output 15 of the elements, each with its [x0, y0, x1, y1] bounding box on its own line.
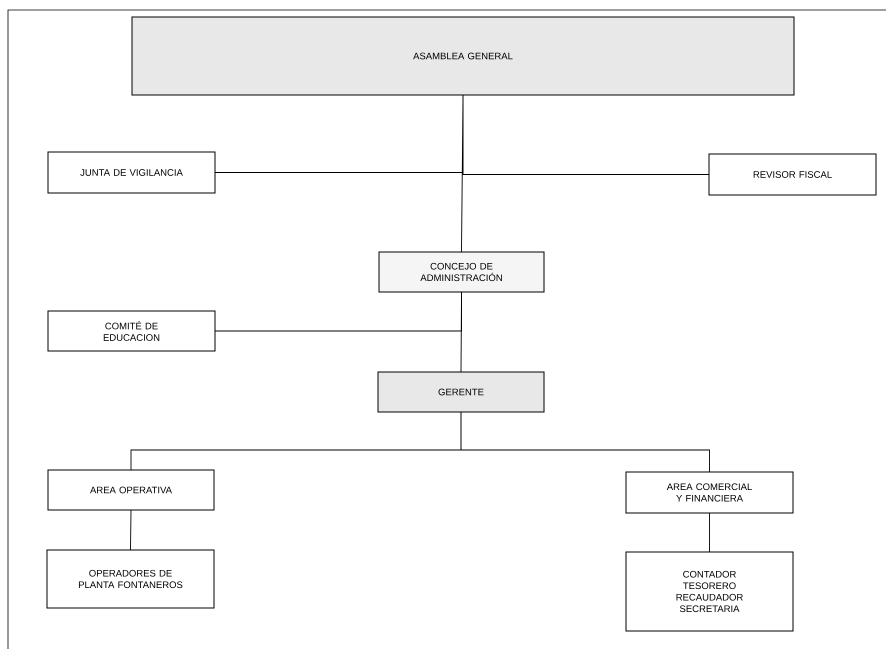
- connector-line: [130, 510, 132, 550]
- org-box: CONCEJO DE ADMINISTRACIÓN: [378, 252, 544, 292]
- connector-line: [462, 95, 709, 175]
- org-box: OPERADORES DE PLANTA FONTANEROS: [46, 550, 214, 608]
- org-box: JUNTA DE VIGILANCIA: [48, 152, 216, 194]
- connector-line: [460, 412, 710, 472]
- org-box: CONTADOR TESORERO RECAUDADOR SECRETARIA: [626, 552, 794, 632]
- org-box: ASAMBLEA GENERAL: [132, 16, 794, 96]
- org-box: COMITÉ DE EDUCACION: [48, 310, 216, 352]
- org-box: REVISOR FISCAL: [708, 154, 876, 196]
- connector-line: [460, 292, 462, 372]
- org-box: GERENTE: [378, 372, 544, 412]
- connector-line: [709, 513, 710, 552]
- org-box: AREA COMERCIAL Y FINANCIERA: [626, 472, 794, 514]
- org-box: AREA OPERATIVA: [48, 470, 214, 510]
